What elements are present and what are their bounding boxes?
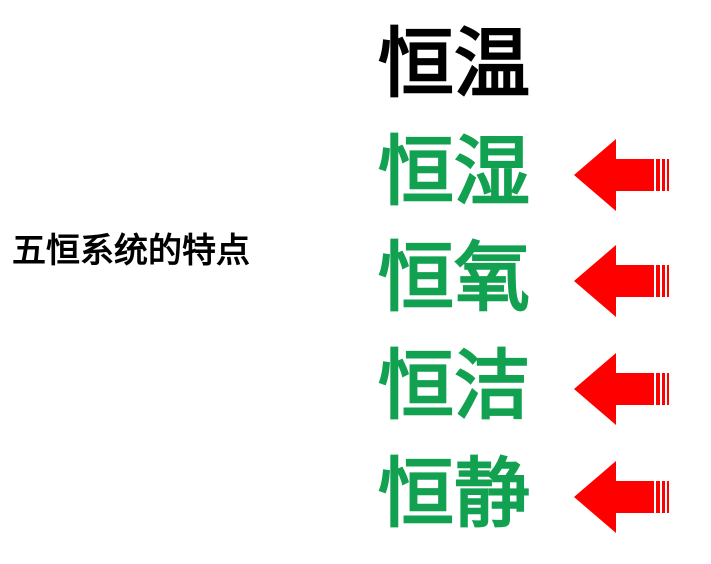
arrow-left-icon bbox=[574, 353, 669, 425]
page-title: 五恒系统的特点 bbox=[12, 231, 250, 271]
term-humidity: 恒湿 bbox=[378, 127, 530, 216]
term-oxygen: 恒氧 bbox=[378, 233, 530, 322]
arrow-left-icon bbox=[574, 461, 669, 533]
term-temperature: 恒温 bbox=[378, 19, 530, 108]
term-quiet: 恒静 bbox=[378, 449, 530, 538]
arrow-left-icon bbox=[574, 245, 669, 317]
term-cleanliness: 恒洁 bbox=[378, 341, 530, 430]
arrow-left-icon bbox=[574, 139, 669, 211]
